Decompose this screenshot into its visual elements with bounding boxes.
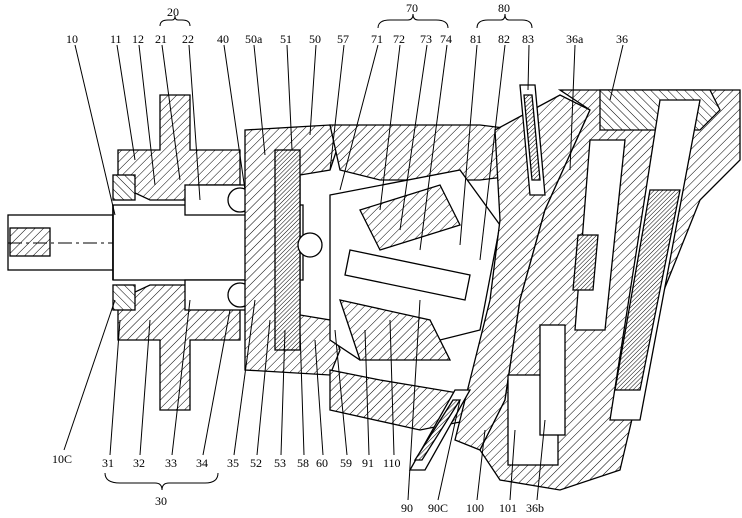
part-labels: 20 70 80 10 11 12 21 22 40 50a 51 50 57 … <box>52 1 628 515</box>
label-12: 12 <box>132 32 144 46</box>
label-36b: 36b <box>526 501 544 515</box>
label-33: 33 <box>165 456 177 470</box>
brace-20 <box>159 15 191 27</box>
label-51: 51 <box>280 32 292 46</box>
label-35: 35 <box>227 456 239 470</box>
swash-plate-assembly <box>244 124 341 376</box>
label-83: 83 <box>522 32 534 46</box>
label-73: 73 <box>420 32 432 46</box>
label-58: 58 <box>297 456 309 470</box>
label-20: 20 <box>167 5 179 19</box>
brace-70 <box>377 13 449 29</box>
label-34: 34 <box>196 456 208 470</box>
front-housing-flange <box>112 94 241 411</box>
label-21: 21 <box>155 32 167 46</box>
label-10: 10 <box>66 32 78 46</box>
label-22: 22 <box>182 32 194 46</box>
label-31: 31 <box>102 456 114 470</box>
label-30: 30 <box>155 494 167 508</box>
leader-lines <box>63 44 624 501</box>
label-60: 60 <box>316 456 328 470</box>
cylinder-block <box>329 169 501 361</box>
label-81: 81 <box>470 32 482 46</box>
label-110: 110 <box>383 456 401 470</box>
label-70: 70 <box>406 1 418 15</box>
label-90: 90 <box>401 501 413 515</box>
label-10C: 10C <box>52 452 72 466</box>
label-71: 71 <box>371 32 383 46</box>
label-50: 50 <box>309 32 321 46</box>
label-32: 32 <box>133 456 145 470</box>
label-91: 91 <box>362 456 374 470</box>
main-housing <box>329 124 521 431</box>
brace-80 <box>476 13 533 29</box>
label-40: 40 <box>217 32 229 46</box>
brace-30 <box>104 472 219 491</box>
label-36a: 36a <box>566 32 584 46</box>
label-52: 52 <box>250 456 262 470</box>
label-74: 74 <box>440 32 452 46</box>
regulator-spool <box>572 99 701 421</box>
label-100: 100 <box>466 501 484 515</box>
pistons-and-ports <box>408 84 566 471</box>
label-90C: 90C <box>428 501 448 515</box>
label-80: 80 <box>498 1 510 15</box>
label-36: 36 <box>616 32 628 46</box>
label-101: 101 <box>499 501 517 515</box>
label-53: 53 <box>274 456 286 470</box>
label-82: 82 <box>498 32 510 46</box>
label-11: 11 <box>110 32 122 46</box>
label-50a: 50a <box>245 32 263 46</box>
label-72: 72 <box>393 32 405 46</box>
label-59: 59 <box>340 456 352 470</box>
label-57: 57 <box>337 32 349 46</box>
